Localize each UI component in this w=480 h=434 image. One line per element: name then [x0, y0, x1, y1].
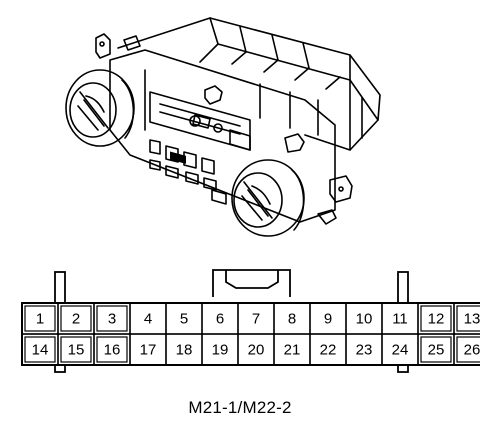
pin-cell-inner-14: [24, 336, 56, 363]
pin-label-23: 23: [356, 342, 373, 359]
pin-label-14: 14: [32, 342, 49, 359]
mounting-tabs: [95, 33, 353, 225]
front-face: [109, 49, 336, 223]
climate-control-module-illustration: [65, 17, 381, 237]
pin-label-19: 19: [212, 342, 229, 359]
pin-label-25: 25: [428, 342, 445, 359]
pin-label-22: 22: [320, 342, 337, 359]
pin-cell-inner-3: [96, 305, 128, 332]
pin-cell-inner-25: [420, 336, 452, 363]
pin-cell-inner-2: [60, 305, 92, 332]
pin-cell-inner-1: [24, 305, 56, 332]
rear-housing: [117, 17, 381, 151]
pin-label-1: 1: [36, 311, 44, 328]
pin-cell-inner-15: [60, 336, 92, 363]
pin-label-2: 2: [72, 311, 80, 328]
pin-cell-inner-13: [456, 305, 480, 332]
pin-label-9: 9: [324, 311, 332, 328]
pin-cell-inner-16: [96, 336, 128, 363]
pin-label-11: 11: [392, 311, 408, 328]
pin-label-10: 10: [356, 311, 373, 328]
pin-cell-inner-26: [456, 336, 480, 363]
pin-label-21: 21: [284, 342, 301, 359]
left-rotary-knob: [65, 69, 135, 147]
pin-label-24: 24: [392, 342, 409, 359]
pin-label-7: 7: [252, 311, 260, 328]
pin-label-12: 12: [428, 311, 445, 328]
right-rotary-knob: [231, 159, 305, 237]
pin-label-5: 5: [180, 311, 188, 328]
pin-label-20: 20: [248, 342, 265, 359]
connector-latch-notch: [225, 270, 279, 289]
pin-label-13: 13: [464, 311, 480, 328]
connector-caption: M21-1/M22-2: [188, 398, 292, 417]
pin-label-26: 26: [464, 342, 480, 359]
pin-label-16: 16: [104, 342, 121, 359]
pin-label-6: 6: [216, 311, 224, 328]
connector-pinout: 1 14 2 15 3 16 4 17 5 18 6 19 7 20 8 21 9 22 10 23 11 24 12 25 1…: [21, 269, 480, 373]
pin-label-17: 17: [140, 342, 157, 359]
pin-label-18: 18: [176, 342, 193, 359]
pin-label-8: 8: [288, 311, 296, 328]
connector-latch: [212, 269, 291, 297]
pin-cell-26: [453, 333, 480, 366]
pin-cell-inner-12: [420, 305, 452, 332]
pin-label-4: 4: [144, 311, 152, 328]
connector-pin-grid: 1 14 2 15 3 16 4 17 5 18 6 19 7 20 8 21 9 22 10 23 11 24 12 25 1…: [21, 302, 480, 366]
pin-label-3: 3: [108, 311, 116, 328]
pin-label-15: 15: [68, 342, 85, 359]
